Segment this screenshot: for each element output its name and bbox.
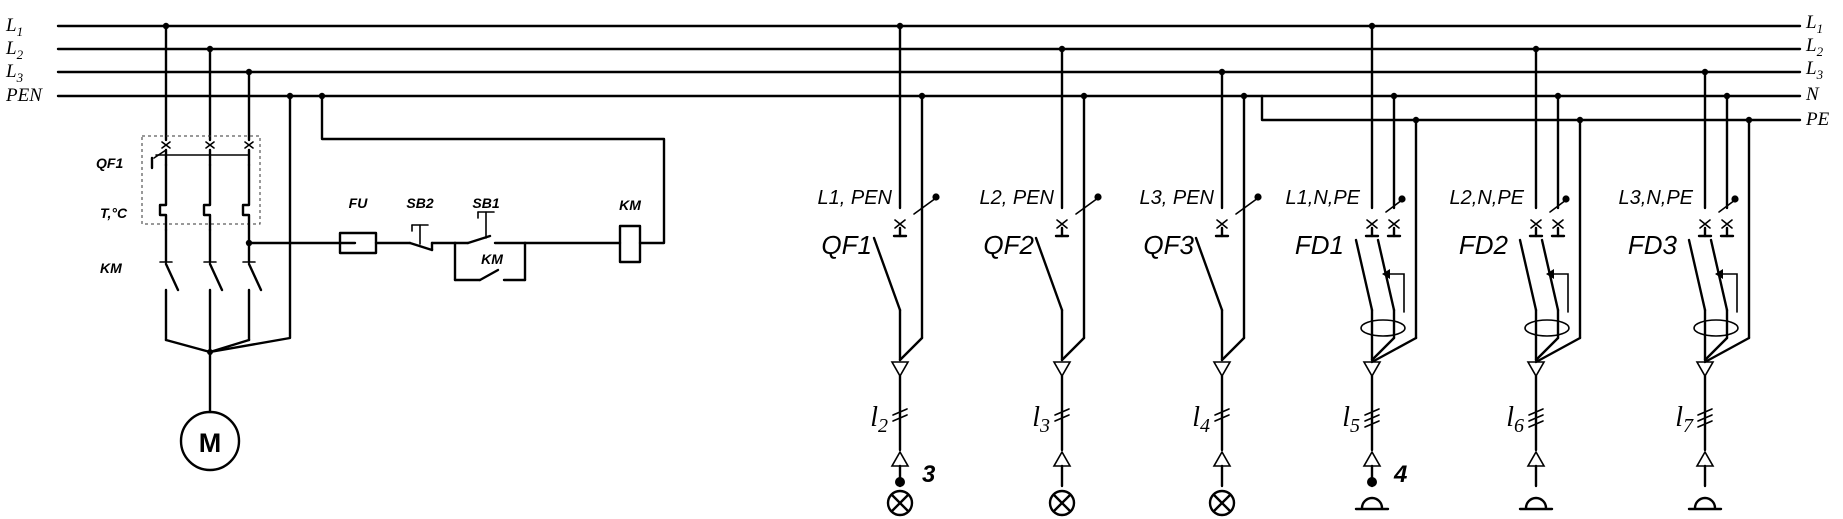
feeder-device-label: QF3 (1143, 230, 1194, 260)
socket-icon (1518, 496, 1554, 511)
feeder-qf2: L2, PEN QF2 l3 (980, 45, 1102, 517)
bus-label-l1: L1 (5, 15, 23, 39)
feeder-phase-label: L3,N,PE (1619, 187, 1694, 209)
bus-label-right-n: N (1805, 84, 1820, 105)
feeder-phase-label: L1, PEN (818, 187, 893, 209)
feeder-device-label: FD1 (1295, 230, 1344, 260)
feeder-fd1: L1,N,PE FD1 l5 4 (1286, 22, 1420, 511)
feeder-qf3: L3, PEN QF3 l4 (1140, 68, 1262, 517)
feeder-line-label: l3 (1032, 402, 1050, 437)
qf1-motor-label: QF1 (96, 155, 123, 171)
motor-circuit: M QF1 T,°C KM FU SB2 SB1 KM (96, 22, 666, 472)
feeder-line-label: l7 (1675, 402, 1694, 437)
coil-km (618, 224, 642, 264)
lamp-icon (886, 489, 914, 517)
qf1-box (141, 135, 261, 225)
bus-label-l3: L3 (5, 61, 24, 85)
thermal-label: T,°C (100, 205, 128, 221)
bus-label-right-pe: PE (1805, 109, 1830, 130)
socket-icon (1687, 496, 1723, 511)
feeder-device-label: FD3 (1628, 230, 1678, 260)
sb1-label: SB1 (472, 195, 499, 211)
socket-icon (1354, 496, 1390, 511)
motor-label: M (199, 428, 222, 458)
feeder-device-label: FD2 (1459, 230, 1509, 260)
fu-label: FU (349, 195, 369, 211)
bus-labels-left: L1 L2 L3 PEN (5, 15, 43, 106)
bus-pe (1260, 94, 1802, 122)
bus-label-right-l3: L3 (1805, 58, 1824, 82)
feeder-point-label: 4 (1393, 461, 1407, 488)
feeder-point-label: 3 (922, 461, 936, 488)
feeder-phase-label: L1,N,PE (1286, 187, 1361, 209)
km-coil-label: KM (619, 197, 641, 213)
motor-symbol (179, 410, 241, 472)
feeder-fd3: L3,N,PE FD3 l7 (1619, 68, 1753, 511)
lamp-icon (1048, 489, 1076, 517)
km-hold-label: KM (481, 251, 503, 267)
km-motor-label: KM (100, 260, 122, 276)
feeder-phase-label: L2,N,PE (1450, 187, 1525, 209)
bus-label-pen: PEN (5, 85, 43, 106)
feeder-phase-label: L2, PEN (980, 187, 1055, 209)
qf1-top-contacts (161, 141, 254, 149)
sb2-label: SB2 (406, 195, 433, 211)
bus-label-right-l2: L2 (1805, 35, 1824, 59)
feeder-device-label: QF1 (821, 230, 872, 260)
feeder-line-label: l6 (1506, 402, 1524, 437)
feeder-phase-label: L3, PEN (1140, 187, 1215, 209)
feeders: L1, PEN QF1 l2 3 L2, PEN QF2 l3 L3, PEN QF3 l4 L1,… (818, 22, 1753, 517)
bus-labels-right: L1 L2 L3 N PE (1805, 12, 1830, 130)
feeder-line-label: l4 (1192, 402, 1210, 437)
feeder-line-label: l2 (870, 402, 888, 437)
feeder-line-label: l5 (1342, 402, 1360, 437)
bus-label-l2: L2 (5, 38, 24, 62)
feeder-fd2: L2,N,PE FD2 l6 (1450, 45, 1584, 511)
feeder-qf1: L1, PEN QF1 l2 3 (818, 22, 940, 517)
feeder-device-label: QF2 (983, 230, 1034, 260)
bus-lines (56, 24, 1802, 122)
bus-label-right-l1: L1 (1805, 12, 1823, 36)
lamp-icon (1208, 489, 1236, 517)
